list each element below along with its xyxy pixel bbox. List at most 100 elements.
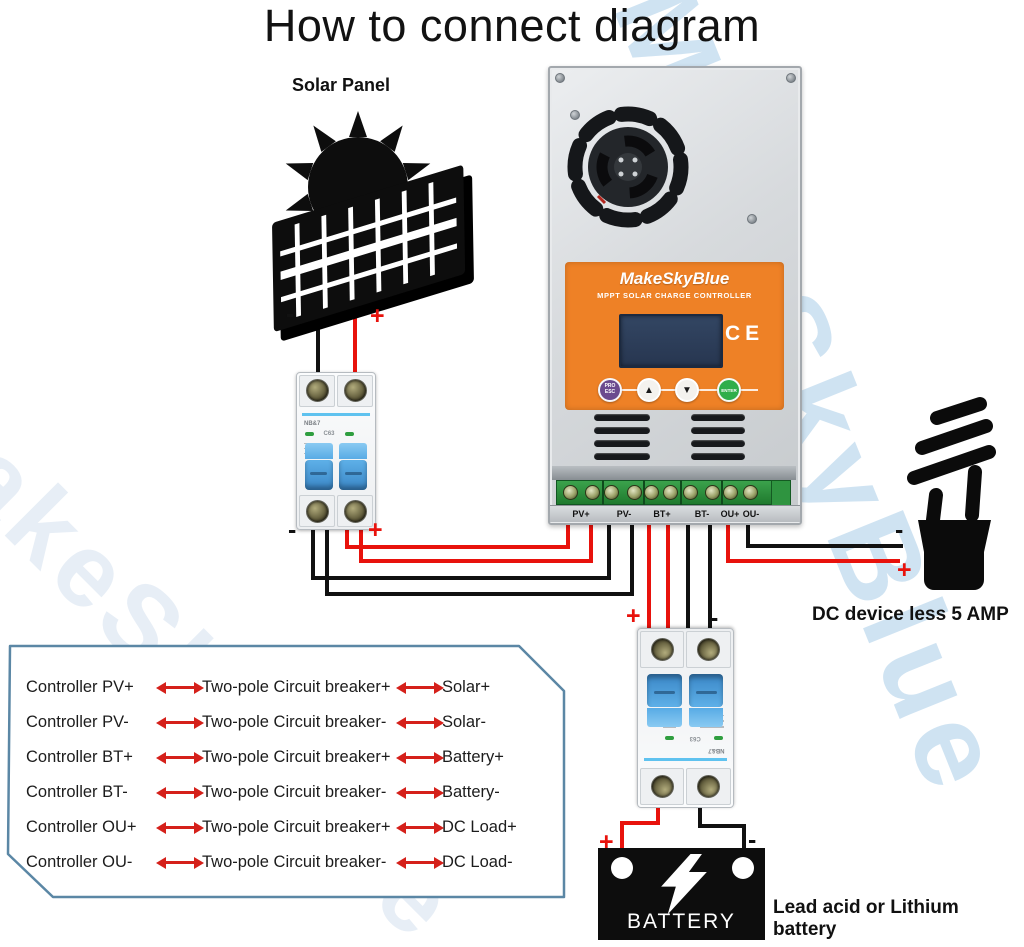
legend-row: Controller BT+ Two-pole Circuit breaker+… bbox=[26, 740, 517, 775]
battery-terminal-minus bbox=[732, 857, 754, 879]
terminal-cell bbox=[640, 631, 685, 668]
screw-icon bbox=[650, 637, 674, 661]
terminal-label-ou-plus: OU+ bbox=[720, 509, 740, 519]
breaker-bottom-terminals bbox=[638, 629, 733, 670]
screw-icon bbox=[697, 637, 721, 661]
battery-caption: Lead acid or Lithium battery bbox=[773, 897, 959, 940]
fineprint-line bbox=[304, 442, 325, 445]
page-title: How to connect diagram bbox=[263, 0, 761, 51]
screw-icon bbox=[697, 775, 721, 799]
legend-col-device: DC Load+ bbox=[442, 818, 517, 836]
double-arrow-icon bbox=[396, 786, 444, 799]
legend-row: Controller PV+ Two-pole Circuit breaker+… bbox=[26, 670, 517, 705]
ou-minus-label: - bbox=[895, 516, 904, 544]
terminal-screw-icon bbox=[705, 485, 720, 500]
legend-col-breaker: Two-pole Circuit breaker+ bbox=[202, 748, 391, 766]
double-arrow-icon bbox=[156, 786, 204, 799]
brand-subtitle: MPPT SOLAR CHARGE CONTROLLER bbox=[597, 291, 752, 300]
battery-label: BATTERY bbox=[627, 910, 736, 933]
solar-minus-label: - bbox=[286, 300, 295, 328]
screw-icon bbox=[305, 379, 329, 403]
wire-battery-plus bbox=[620, 806, 660, 852]
up-arrow-icon: ▲ bbox=[644, 384, 654, 396]
wire-pv-plus-2 bbox=[359, 517, 593, 563]
breaker-rating: C63 bbox=[323, 430, 335, 437]
dc-device-label: DC device less 5 AMP bbox=[812, 604, 1009, 625]
down-button[interactable]: ▼ bbox=[675, 378, 699, 402]
indicator-dot bbox=[665, 736, 675, 741]
terminal-cell bbox=[299, 495, 335, 527]
enter-label: ENTER bbox=[721, 387, 737, 393]
chassis-edge bbox=[552, 466, 796, 480]
terminal-label-pv-plus: PV+ bbox=[572, 509, 590, 519]
legend-row: Controller OU+ Two-pole Circuit breaker+… bbox=[26, 810, 517, 845]
breaker-model: NB&7 bbox=[708, 746, 725, 753]
wire-pv-minus-1 bbox=[311, 517, 611, 580]
bt-minus-label: - bbox=[710, 604, 719, 632]
terminal-label-ou-minus: OU- bbox=[742, 509, 760, 519]
double-arrow-icon bbox=[156, 751, 204, 764]
circuit-breaker-battery: NB&7 C63 bbox=[637, 628, 734, 808]
wire-ou-plus bbox=[726, 517, 900, 563]
legend-row: Controller BT- Two-pole Circuit breaker-… bbox=[26, 775, 517, 810]
terminal-screw-icon bbox=[723, 485, 738, 500]
double-arrow-icon bbox=[156, 681, 204, 694]
double-arrow-icon bbox=[396, 681, 444, 694]
terminal-cell bbox=[686, 768, 731, 805]
legend-col-device: DC Load- bbox=[442, 853, 513, 871]
breaker-stripe bbox=[643, 758, 728, 762]
terminal-label-bt-minus: BT- bbox=[694, 509, 710, 519]
wire-battery-minus bbox=[698, 806, 746, 852]
legend-col-device: Solar+ bbox=[442, 678, 491, 696]
double-arrow-icon bbox=[396, 716, 444, 729]
double-arrow-icon bbox=[396, 856, 444, 869]
terminal-screw-icon bbox=[563, 485, 578, 500]
double-arrow-icon bbox=[156, 821, 204, 834]
breaker-model: NB&7 bbox=[304, 420, 321, 427]
wire-pv-minus-2 bbox=[325, 517, 634, 596]
breaker-rating: C63 bbox=[689, 735, 701, 742]
terminal-screw-icon bbox=[644, 485, 659, 500]
breaker-top-terminals bbox=[297, 373, 375, 409]
breaker-toggles bbox=[304, 443, 368, 490]
pv-module bbox=[272, 165, 474, 341]
double-arrow-icon bbox=[396, 821, 444, 834]
legend-col-breaker: Two-pole Circuit breaker- bbox=[202, 713, 387, 731]
toggle-switch bbox=[339, 443, 368, 490]
terminal-cell bbox=[337, 495, 373, 527]
pv-plus-label: + bbox=[368, 516, 383, 544]
legend-row: Controller PV- Two-pole Circuit breaker-… bbox=[26, 705, 517, 740]
wire-ou-minus bbox=[746, 517, 903, 548]
toggle-switch bbox=[647, 673, 682, 727]
ou-plus-label: + bbox=[897, 556, 912, 584]
battery-plus-label: + bbox=[599, 828, 614, 856]
indicator-dot bbox=[714, 736, 724, 741]
indicator-dot bbox=[304, 431, 314, 436]
breaker-bottom-terminals bbox=[297, 493, 375, 529]
screw-icon bbox=[555, 73, 565, 83]
legend-col-device: Battery- bbox=[442, 783, 500, 801]
breaker-toggles bbox=[647, 673, 724, 727]
up-button[interactable]: ▲ bbox=[637, 378, 661, 402]
double-arrow-icon bbox=[156, 856, 204, 869]
screw-icon bbox=[786, 73, 796, 83]
double-arrow-icon bbox=[396, 751, 444, 764]
lightning-icon bbox=[661, 854, 707, 915]
pv-minus-label: - bbox=[288, 516, 297, 544]
legend-col-controller: Controller PV+ bbox=[26, 678, 134, 696]
terminal-screw-icon bbox=[604, 485, 619, 500]
double-arrow-icon bbox=[156, 716, 204, 729]
esc-label: ESC bbox=[604, 389, 616, 395]
terminal-flange bbox=[550, 505, 800, 522]
pro-esc-button[interactable]: PRO ESC bbox=[598, 378, 622, 402]
fineprint-line bbox=[343, 442, 355, 445]
bt-plus-label: + bbox=[626, 602, 641, 630]
brand-name: MakeSkyBlue bbox=[619, 269, 730, 288]
solar-panel-icon bbox=[272, 111, 474, 341]
solar-plus-label: + bbox=[370, 302, 385, 330]
screw-icon bbox=[305, 499, 329, 523]
terminal-screw-icon bbox=[585, 485, 600, 500]
enter-button[interactable]: ENTER bbox=[717, 378, 741, 402]
